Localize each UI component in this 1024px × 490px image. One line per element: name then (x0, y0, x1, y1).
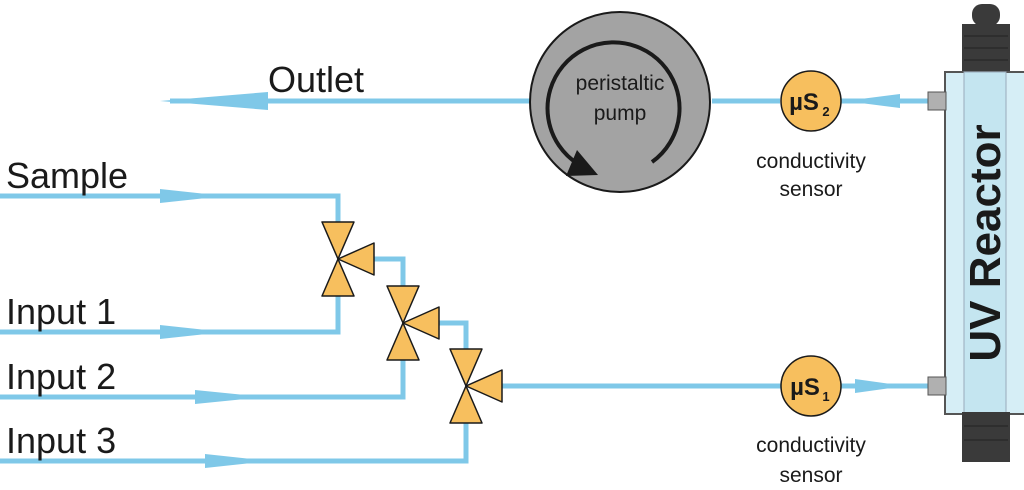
sample-arrow-icon (160, 189, 225, 203)
input1-arrow-icon (160, 325, 225, 339)
valve2-to-valve3-pipe (437, 320, 469, 352)
valve-2 (386, 285, 440, 361)
outlet-label: Outlet (268, 59, 364, 100)
pump-rotation-arc-icon (545, 40, 682, 166)
sensor1-to-reactor-arrow-icon (855, 379, 905, 393)
conductivity-sensor-2: µS 2 conductivity sensor (756, 70, 866, 201)
valve-2-bottom (386, 322, 420, 361)
sensor-2-label-line1: conductivity (756, 150, 866, 173)
reactor-port-bottom (927, 376, 947, 396)
reactor-to-sensor2-arrow-icon (845, 94, 900, 108)
reactor-inner-lamp (963, 71, 1007, 415)
reactor-label: UV Reactor (961, 124, 1010, 361)
valve-2-side (402, 306, 440, 340)
outlet-arrow-icon (160, 92, 268, 110)
sensor-1-body (780, 355, 842, 417)
reactor-bottom-cap (962, 412, 1010, 462)
sensor-2-body (780, 70, 842, 132)
valve-3-bottom (449, 385, 483, 424)
input2-pipe (0, 356, 406, 400)
valve-1-top (321, 221, 355, 260)
sensor-2-symbol: µS (789, 89, 819, 116)
valve-1-side (337, 242, 375, 276)
sensor-2-subscript: 2 (822, 104, 829, 119)
pump-rotation-arrowhead-icon (566, 150, 598, 176)
sensor-1-symbol: µS (790, 374, 820, 401)
sensor-1-subscript: 1 (822, 389, 829, 404)
flow-arrows (160, 92, 905, 468)
input1-label: Input 1 (6, 291, 116, 332)
valve-1-bottom (321, 258, 355, 297)
valve-2-top (386, 285, 420, 324)
valve-3-side (465, 369, 503, 403)
valve-3 (449, 348, 503, 424)
peristaltic-pump: peristaltic pump (529, 11, 711, 193)
input1-pipe (0, 292, 341, 335)
input3-label: Input 3 (6, 420, 116, 461)
valve-1 (321, 221, 375, 297)
input2-arrow-icon (195, 390, 265, 404)
sensor-2-label-line2: sensor (779, 178, 842, 201)
reactor-top-cap (962, 24, 1010, 74)
conductivity-sensor-1: µS 1 conductivity sensor (756, 355, 866, 487)
reactor-top-knob (972, 4, 1000, 26)
sensor-1-label-line2: sensor (779, 464, 842, 487)
sample-pipe (0, 193, 341, 225)
input2-label: Input 2 (6, 356, 116, 397)
valve1-to-valve2-pipe (372, 256, 406, 290)
pump-label-line2: pump (594, 102, 647, 125)
reactor-port-top (927, 91, 947, 111)
valve-3-top (449, 348, 483, 387)
sample-label: Sample (6, 155, 128, 196)
uv-reactor: UV Reactor (927, 4, 1024, 462)
input3-pipe (0, 418, 469, 464)
sensor-1-label-line1: conductivity (756, 434, 866, 457)
pump-label-line1: peristaltic (576, 72, 665, 95)
input3-arrow-icon (205, 454, 270, 468)
